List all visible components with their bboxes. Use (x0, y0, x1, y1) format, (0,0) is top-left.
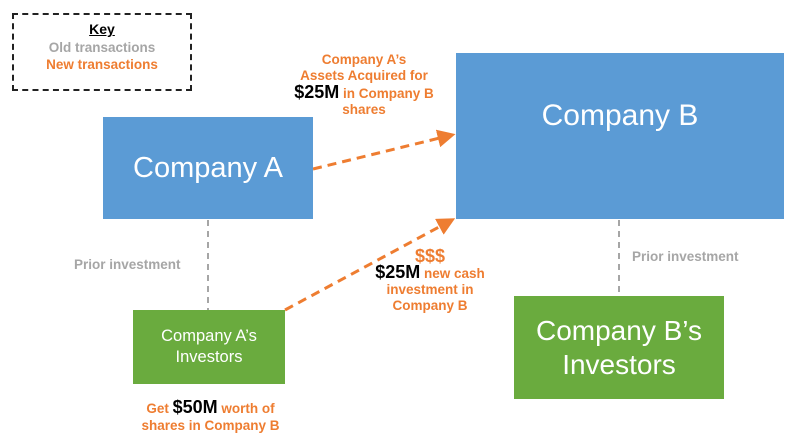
company-a-investors-box: Company A’s Investors (133, 310, 285, 384)
cash-amount: $25M (375, 262, 421, 282)
company-b-investors-line2: Investors (562, 348, 676, 380)
key-legend: Key Old transactions New transactions (12, 13, 192, 91)
acquired-amount: $25M (294, 82, 340, 102)
get-prefix: Get (146, 401, 173, 416)
company-b-investors-line1: Company B’s (535, 314, 702, 346)
cash-line1: new cash (420, 266, 485, 281)
acquired-line4: shares (342, 102, 386, 117)
get-line2: shares in Company B (141, 418, 280, 433)
key-title: Key (89, 21, 115, 37)
cash-symbol: $$$ (414, 246, 446, 266)
acquired-line2: Assets Acquired for (300, 68, 428, 83)
company-a-box: Company A (103, 117, 313, 219)
company-a-label: Company A (133, 151, 283, 184)
prior-investment-label-a: Prior investment (74, 257, 181, 272)
company-b-label: Company B (541, 99, 699, 132)
company-b-box: Company B (456, 53, 784, 219)
key-new-transactions: New transactions (46, 57, 158, 72)
acquired-line1: Company A’s (321, 52, 407, 67)
prior-investment-label-b: Prior investment (632, 249, 739, 264)
company-a-investors-line1: Company A’s (161, 327, 257, 346)
cash-line2: investment in (386, 282, 474, 297)
asset-acquisition-label: Company A’s Assets Acquired for $25M in … (280, 52, 448, 118)
cash-line3: Company B (392, 298, 468, 313)
investor-return-label: Get $50M worth of shares in Company B (118, 397, 303, 434)
get-suffix: worth of (217, 401, 275, 416)
company-a-investors-line2: Investors (175, 348, 243, 366)
key-old-transactions: Old transactions (48, 40, 156, 55)
cash-investment-label: $$$ $25M new cash investment in Company … (350, 246, 510, 314)
asset-acquisition-arrow (312, 129, 456, 171)
get-amount: $50M (172, 397, 218, 417)
acquired-line3: in Company B (339, 86, 434, 101)
company-b-investors-box: Company B’s Investors (514, 296, 724, 399)
